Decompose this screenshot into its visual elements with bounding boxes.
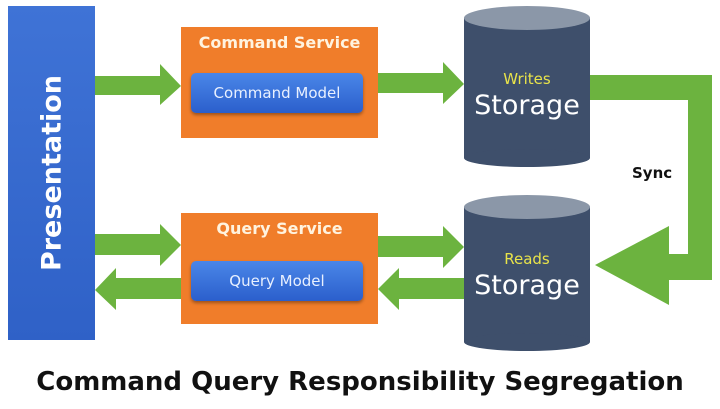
presentation-label: Presentation	[36, 74, 67, 272]
writes-storage-cylinder	[464, 6, 590, 167]
reads-storage-label: Storage	[474, 270, 580, 301]
sync-arrow	[590, 75, 712, 305]
query-model: Query Model	[191, 261, 363, 301]
arrow-command-to-writes	[378, 62, 464, 104]
arrow-query-to-reads	[378, 226, 464, 268]
arrow-presentation-to-command	[95, 64, 181, 105]
command-service-title: Command Service	[198, 33, 361, 52]
command-service: Command Service Command Model	[181, 27, 378, 138]
presentation-layer: Presentation	[8, 6, 95, 340]
diagram-caption: Command Query Responsibility Segregation	[36, 367, 684, 397]
writes-storage: Writes Storage	[464, 0, 590, 170]
arrow-reads-to-query	[378, 268, 464, 310]
arrow-query-to-presentation	[95, 268, 181, 310]
sync-label: Sync	[632, 164, 673, 182]
writes-storage-label: Storage	[474, 90, 580, 121]
writes-storage-subtitle: Writes	[503, 70, 551, 88]
command-model: Command Model	[191, 73, 363, 113]
arrow-presentation-to-query	[95, 224, 181, 266]
query-service-title: Query Service	[216, 219, 343, 238]
reads-storage: Reads Storage	[464, 190, 590, 355]
reads-storage-subtitle: Reads	[504, 250, 550, 268]
query-service: Query Service Query Model	[181, 213, 378, 324]
reads-storage-cylinder	[464, 195, 590, 351]
